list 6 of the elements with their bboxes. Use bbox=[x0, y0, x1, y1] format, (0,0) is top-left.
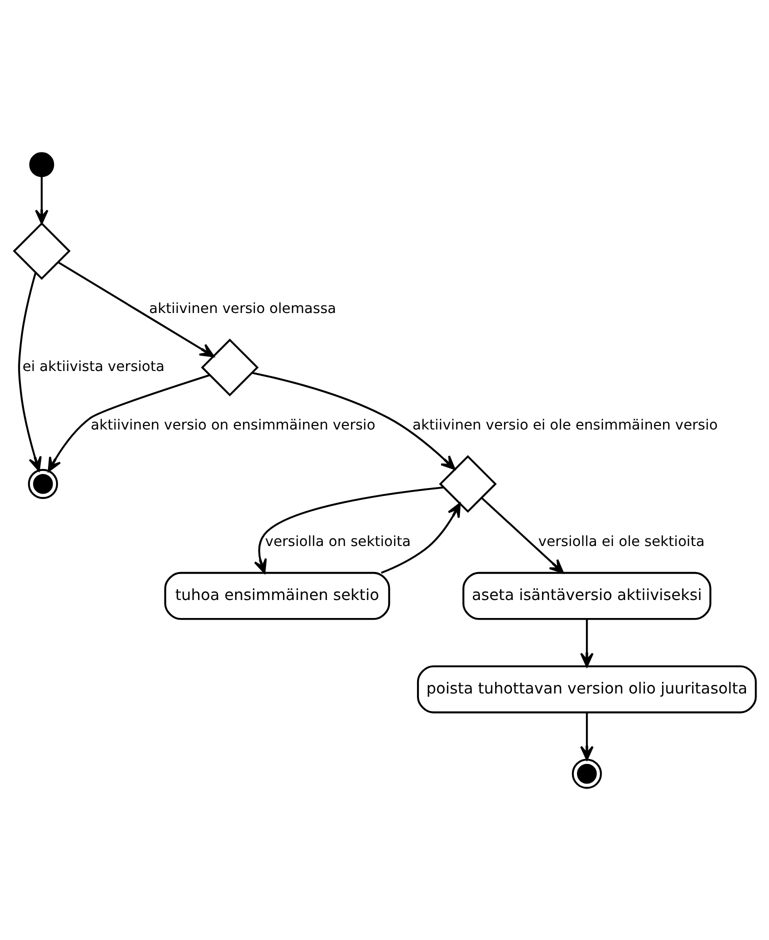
edge-label: versiolla ei ole sektioita bbox=[538, 533, 704, 550]
edge-label: aktiivinen versio ei ole ensimmäinen versio bbox=[412, 416, 718, 433]
edge-label: aktiivinen versio on ensimmäinen versio bbox=[90, 416, 375, 433]
edge-label: ei aktiivista versiota bbox=[22, 358, 164, 375]
edge-label: versiolla on sektioita bbox=[264, 533, 410, 550]
edge-label: aktiivinen versio olemassa bbox=[148, 300, 336, 316]
